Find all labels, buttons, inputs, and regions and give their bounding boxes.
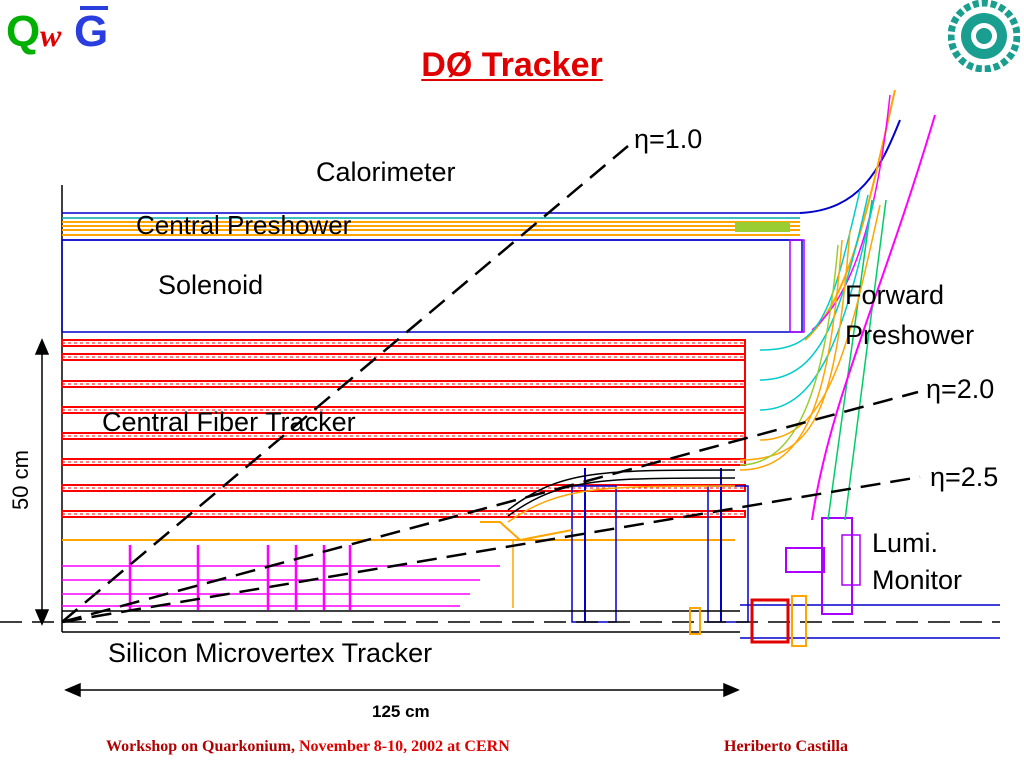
label-smt: Silicon Microvertex Tracker bbox=[108, 638, 433, 668]
footer-author: Heriberto Castilla bbox=[724, 738, 848, 755]
forward-routing bbox=[739, 89, 936, 521]
label-eta-25: η=2.5 bbox=[930, 462, 999, 492]
svg-text:G: G bbox=[74, 7, 108, 56]
lumi-monitor bbox=[785, 517, 861, 615]
qwg-logo-icon: Q w G bbox=[6, 6, 108, 56]
svg-text:Q: Q bbox=[6, 7, 40, 56]
footer-workshop-date: November 8-10, 2002 at CERN bbox=[294, 738, 510, 755]
vertical-dimension bbox=[34, 338, 50, 626]
fiber-layers bbox=[61, 339, 746, 518]
label-eta-1: η=1.0 bbox=[634, 124, 703, 154]
horizontal-dimension bbox=[64, 682, 740, 698]
solenoid-box bbox=[61, 239, 803, 333]
svg-text:w: w bbox=[40, 17, 62, 53]
eta-lines bbox=[61, 145, 921, 624]
footer-workshop-name: Workshop on Quarkonium, bbox=[106, 738, 295, 755]
footer-workshop: Workshop on Quarkonium, November 8-10, 2… bbox=[106, 738, 510, 756]
label-125cm: 125 cm bbox=[372, 702, 430, 721]
label-lumi-2: Monitor bbox=[872, 565, 963, 595]
label-forward-preshower-1: Forward bbox=[845, 280, 945, 310]
label-eta-2: η=2.0 bbox=[926, 374, 995, 404]
label-central-fiber-tracker: Central Fiber Tracker bbox=[102, 407, 356, 437]
label-calorimeter: Calorimeter bbox=[316, 157, 456, 187]
label-forward-preshower-2: Preshower bbox=[845, 320, 975, 350]
label-50cm: 50 cm bbox=[8, 450, 33, 510]
institution-seal-icon bbox=[948, 0, 1020, 72]
label-central-preshower: Central Preshower bbox=[136, 210, 352, 240]
label-lumi-1: Lumi. bbox=[872, 528, 939, 558]
slide-title: DØ Tracker bbox=[421, 46, 603, 84]
label-solenoid: Solenoid bbox=[158, 270, 264, 300]
smt-region bbox=[62, 468, 749, 623]
